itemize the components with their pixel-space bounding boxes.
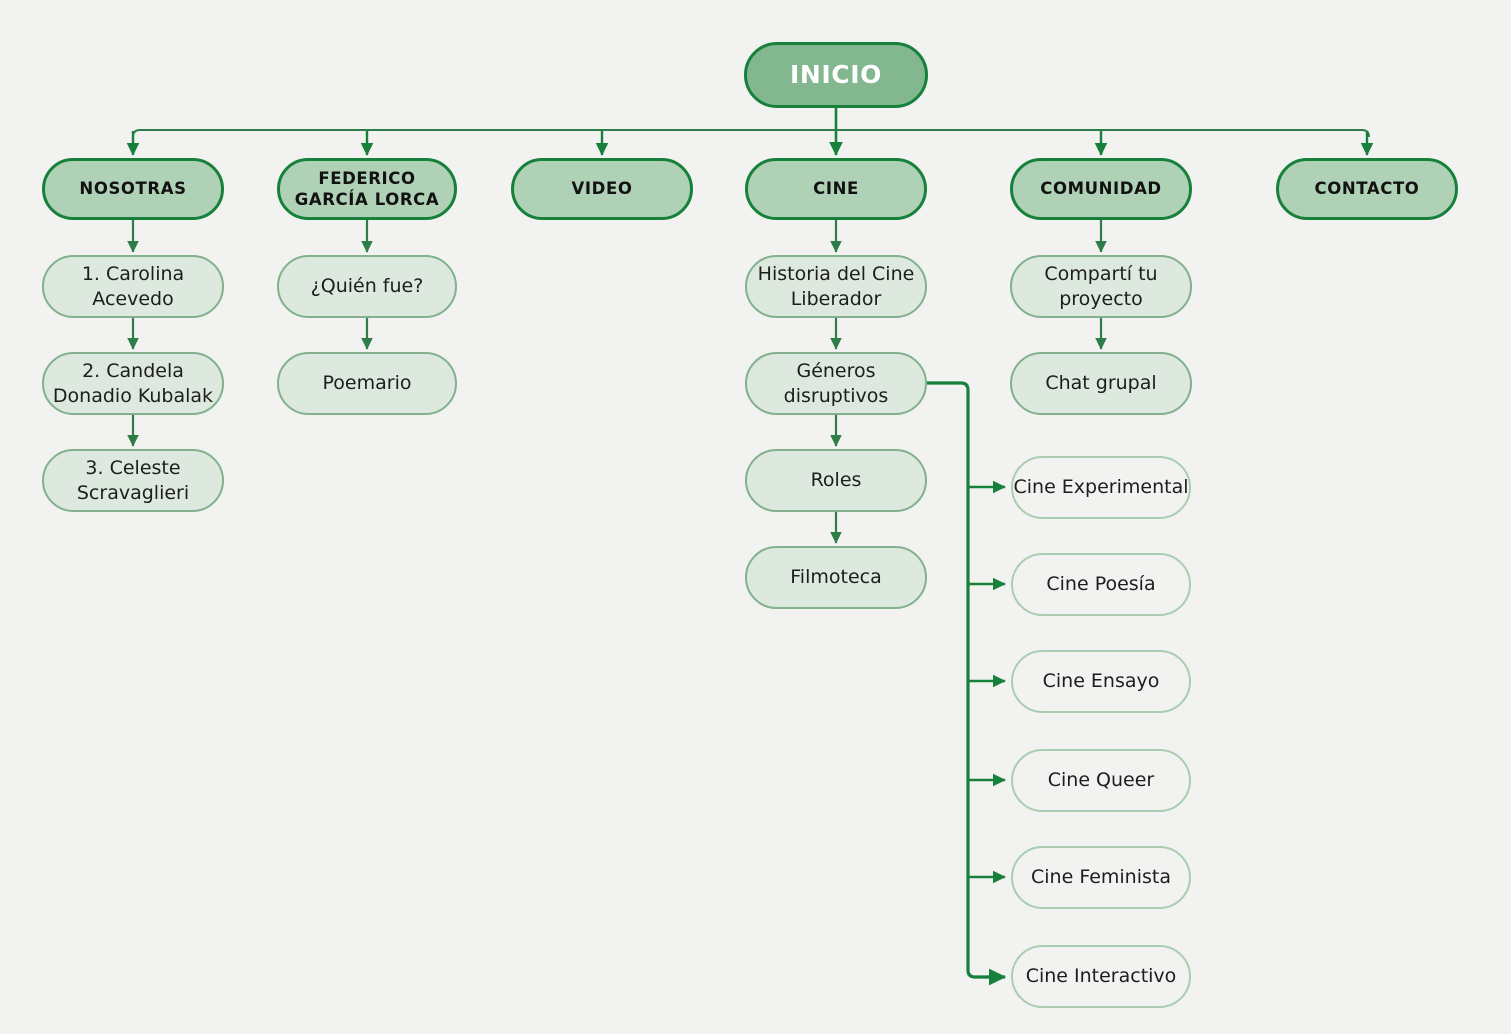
node-chat-grupal[interactable]: Chat grupal — [1010, 352, 1192, 415]
node-nosotras[interactable]: NOSOTRAS — [42, 158, 224, 220]
node-video[interactable]: VIDEO — [511, 158, 693, 220]
node-inicio[interactable]: INICIO — [744, 42, 928, 108]
node-federico-garcia-lorca[interactable]: FEDERICO GARCÍA LORCA — [277, 158, 457, 220]
node-cine[interactable]: CINE — [745, 158, 927, 220]
node-generos-disruptivos[interactable]: Géneros disruptivos — [745, 352, 927, 415]
node-poemario[interactable]: Poemario — [277, 352, 457, 415]
edge-generos-trunk — [927, 381, 1007, 986]
node-cine-ensayo[interactable]: Cine Ensayo — [1011, 650, 1191, 713]
node-quien-fue[interactable]: ¿Quién fue? — [277, 255, 457, 318]
node-cine-interactivo[interactable]: Cine Interactivo — [1011, 945, 1191, 1008]
node-cine-experimental[interactable]: Cine Experimental — [1011, 456, 1191, 519]
node-filmoteca[interactable]: Filmoteca — [745, 546, 927, 609]
node-roles[interactable]: Roles — [745, 449, 927, 512]
node-celeste-scravaglieri[interactable]: 3. Celeste Scravaglieri — [42, 449, 224, 512]
node-comparti-tu-proyecto[interactable]: Compartí tu proyecto — [1010, 255, 1192, 318]
node-historia-del-cine-liberador[interactable]: Historia del Cine Liberador — [745, 255, 927, 318]
edge-bus — [132, 129, 1370, 138]
node-cine-poesia[interactable]: Cine Poesía — [1011, 553, 1191, 616]
node-cine-feminista[interactable]: Cine Feminista — [1011, 846, 1191, 909]
node-comunidad[interactable]: COMUNIDAD — [1010, 158, 1192, 220]
node-candela-donadio-kubalak[interactable]: 2. Candela Donadio Kubalak — [42, 352, 224, 415]
node-contacto[interactable]: CONTACTO — [1276, 158, 1458, 220]
node-cine-queer[interactable]: Cine Queer — [1011, 749, 1191, 812]
node-carolina-acevedo[interactable]: 1. Carolina Acevedo — [42, 255, 224, 318]
